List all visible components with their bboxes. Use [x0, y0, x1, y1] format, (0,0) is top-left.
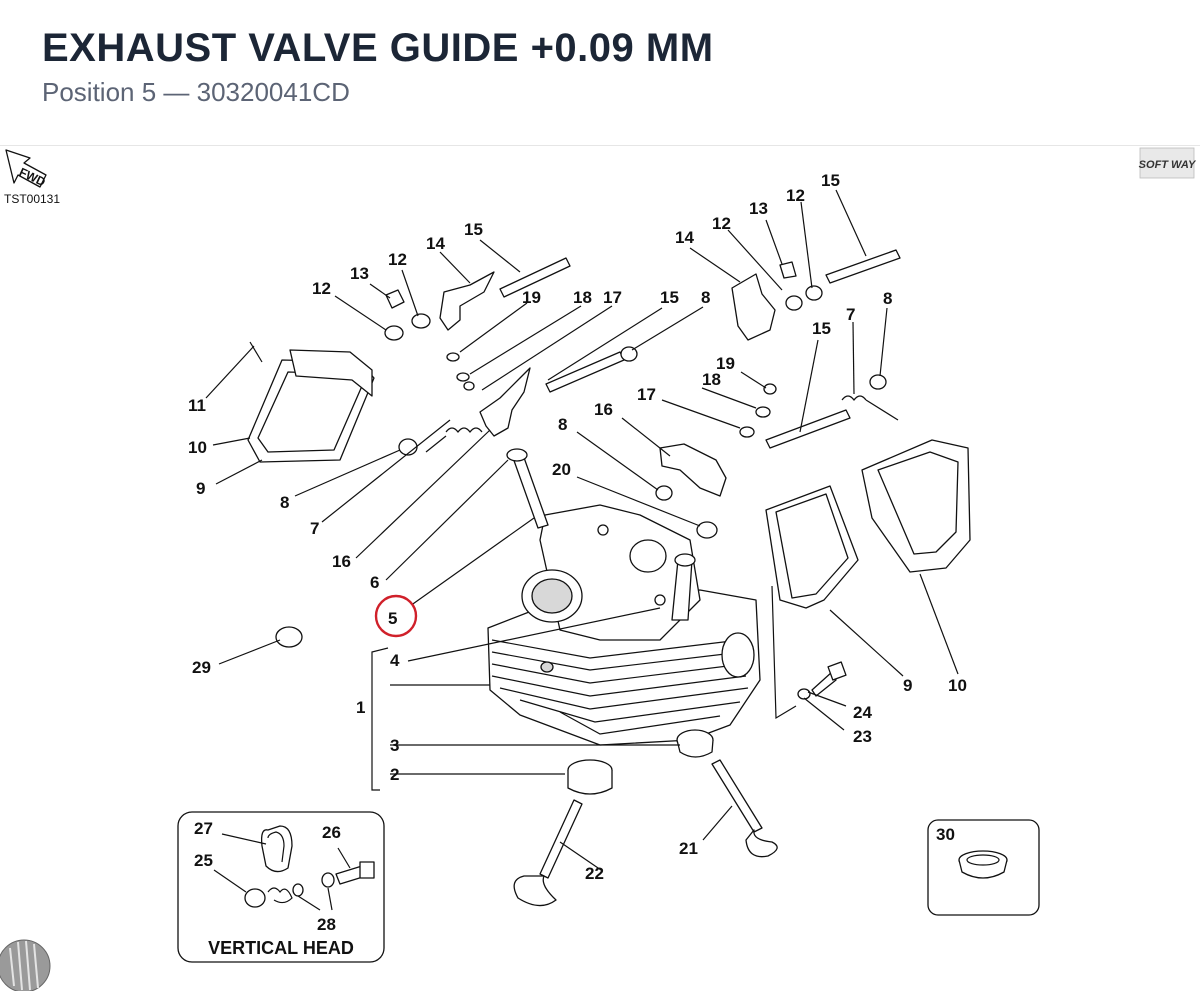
callout-26: 26	[322, 823, 341, 842]
fwd-tag: FWD	[17, 165, 48, 189]
washers-drawing	[384, 261, 887, 501]
callout-29: 29	[192, 658, 211, 677]
callout-14-right: 14	[675, 228, 694, 247]
stud-bolt-drawing	[275, 626, 847, 700]
callout-7-left: 7	[310, 519, 319, 538]
callout-13-left: 13	[350, 264, 369, 283]
callout-22: 22	[585, 864, 604, 883]
callout-16-left: 16	[332, 552, 351, 571]
callout-11: 11	[188, 396, 206, 415]
brand-logo-text: SOFT WAY	[1139, 159, 1197, 171]
callout-8-center: 8	[558, 415, 567, 434]
callout-1: 1	[356, 698, 365, 717]
halftone-badge-icon	[0, 939, 51, 991]
rocker-shaft-drawing	[499, 249, 901, 449]
callout-2: 2	[390, 765, 399, 784]
callout-17-lower: 17	[637, 385, 656, 404]
vertical-head-inset: 27 26 25 28 VERTICAL HEAD	[177, 811, 385, 963]
callout-19-upper: 19	[522, 288, 541, 307]
fwd-arrow-icon: FWD	[5, 149, 48, 189]
callout-16-right: 16	[594, 400, 613, 419]
rocker-arm-drawing	[439, 271, 776, 497]
valve-cover-right-drawing	[765, 439, 971, 609]
callout-30: 30	[936, 825, 955, 844]
callout-18-lower: 18	[702, 370, 721, 389]
valve-drawing	[513, 759, 778, 907]
callout-5-highlight	[374, 594, 418, 638]
spring-drawing	[425, 395, 899, 453]
callout-12-d: 12	[786, 186, 805, 205]
callout-9-right: 9	[903, 676, 912, 695]
callout-10-right: 10	[948, 676, 967, 695]
callout-10-left: 10	[188, 438, 207, 457]
callout-21: 21	[679, 839, 698, 858]
part-30-inset: 30	[927, 819, 1040, 916]
callout-17-upper: 17	[603, 288, 622, 307]
valve-cover-left-drawing	[247, 341, 375, 463]
callout-3: 3	[390, 736, 399, 755]
callout-15-b: 15	[660, 288, 679, 307]
drawing-code: TST00131	[4, 192, 60, 206]
callout-7-right: 7	[846, 305, 855, 324]
callout-27: 27	[194, 819, 213, 838]
callout-6: 6	[370, 573, 379, 592]
callout-8-right: 8	[883, 289, 892, 308]
callout-24: 24	[853, 703, 872, 722]
callout-28: 28	[317, 915, 336, 934]
vertical-head-caption: VERTICAL HEAD	[208, 938, 354, 958]
valve-seat-drawing	[567, 729, 714, 795]
callout-12-c: 12	[712, 214, 731, 233]
page-subtitle: Position 5 — 30320041CD	[42, 77, 350, 107]
callout-labels: 1 2 3 4 5 6 7 7 8 8 8 8 9 9 10 10 11 12 …	[188, 171, 967, 883]
callout-4: 4	[390, 651, 400, 670]
softway-logo: SOFT WAY	[1139, 147, 1197, 179]
callout-25: 25	[194, 851, 213, 870]
callout-13-right: 13	[749, 199, 768, 218]
callout-20: 20	[552, 460, 571, 479]
callout-12-b: 12	[388, 250, 407, 269]
valve-guide-drawing	[506, 448, 718, 621]
callout-19-lower: 19	[716, 354, 735, 373]
callout-15-a: 15	[464, 220, 483, 239]
callout-15-c: 15	[812, 319, 831, 338]
callout-23: 23	[853, 727, 872, 746]
callout-8-upper: 8	[701, 288, 710, 307]
cylinder-head-drawing	[487, 504, 761, 746]
callout-15-d: 15	[821, 171, 840, 190]
callout-12-a: 12	[312, 279, 331, 298]
callout-14-left: 14	[426, 234, 445, 253]
callout-8-left: 8	[280, 493, 289, 512]
callout-9-left: 9	[196, 479, 205, 498]
page-title: EXHAUST VALVE GUIDE +0.09 MM	[42, 26, 714, 70]
header-divider	[0, 145, 1200, 146]
leader-lines	[205, 189, 959, 871]
callout-5: 5	[388, 609, 397, 628]
callout-18-upper: 18	[573, 288, 592, 307]
